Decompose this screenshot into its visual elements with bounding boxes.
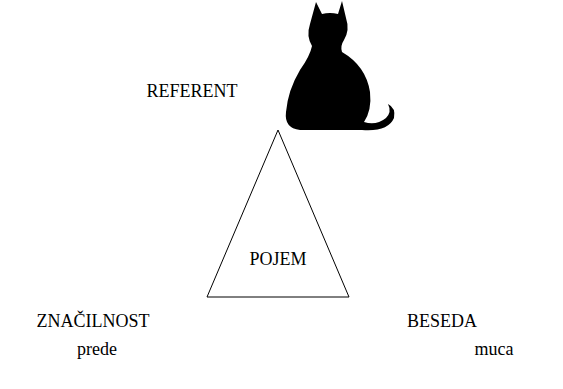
corner-label: REFERENT — [146, 81, 237, 103]
corner-label: prede — [77, 339, 117, 361]
corner-label: ZNAČILNOST — [37, 311, 150, 333]
concept-triangle: POJEM — [207, 130, 349, 297]
concept-label: POJEM — [249, 249, 306, 271]
corner-label: muca — [475, 339, 514, 361]
cat-silhouette — [286, 1, 395, 130]
triangle-outline — [207, 130, 351, 299]
triangle-shape — [207, 130, 349, 297]
corner-label: BESEDA — [407, 311, 477, 333]
